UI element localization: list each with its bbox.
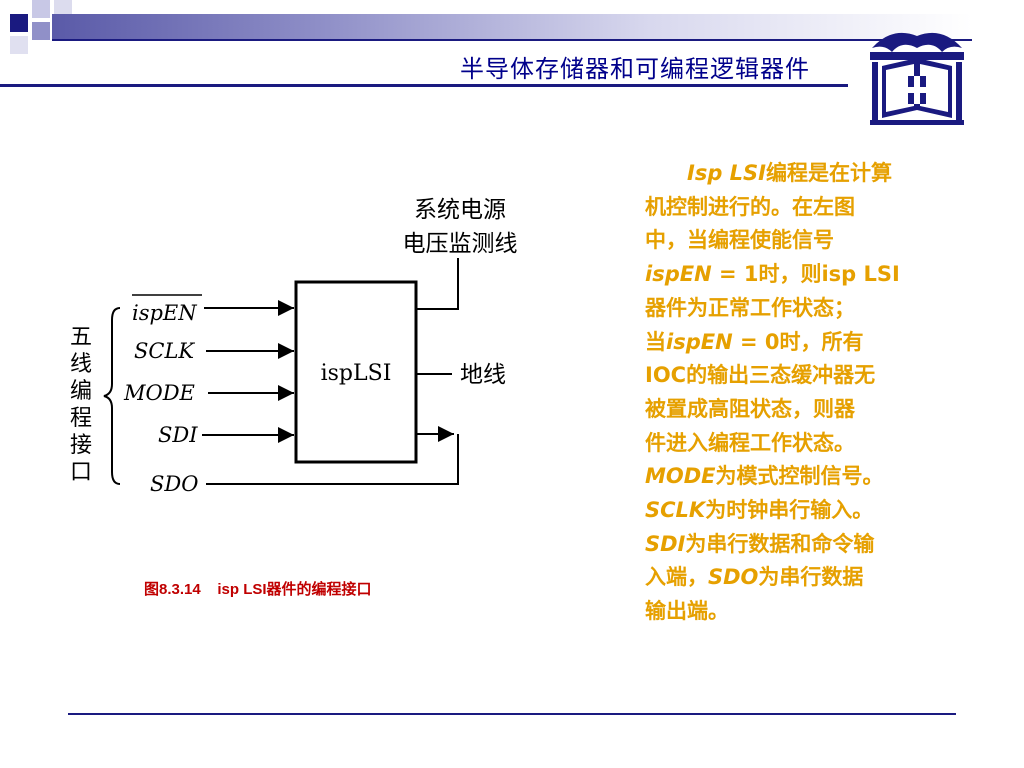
brace-char: 口: [70, 460, 92, 485]
term-sdo: SDO: [708, 565, 759, 590]
signal-ispen: ispEN: [132, 301, 197, 325]
title-divider: [52, 39, 972, 41]
brace-char: 线: [70, 352, 92, 377]
power-monitor-wire: [416, 258, 459, 310]
text-span: IOC的输出三态缓冲器无: [645, 363, 876, 388]
text-span: 为串行数据: [758, 565, 864, 590]
title-underline: [0, 84, 848, 87]
brace: [103, 307, 121, 485]
footer-divider: [68, 713, 956, 715]
text-span: 被置成高阻状态，则器: [645, 396, 855, 421]
text-span: 输出端。: [645, 599, 729, 624]
text-span: = 1时，则isp LSI: [711, 262, 900, 287]
text-span: 中，当编程使能信号: [645, 228, 834, 253]
corner-square: [54, 0, 72, 18]
sdo-wire: [206, 434, 459, 485]
title-gradient-bar: [52, 14, 972, 40]
term-sclk: SCLK: [645, 498, 706, 523]
corner-square: [10, 36, 28, 54]
text-span: 当: [645, 329, 666, 354]
text-span: 为时钟串行输入。: [705, 498, 874, 523]
description-text: Isp LSI编程是在计算 机控制进行的。在左图 中，当编程使能信号 ispEN…: [645, 157, 960, 629]
text-span: 器件为正常工作状态；: [645, 295, 855, 320]
power-monitor-label-line2: 电压监测线: [403, 231, 518, 257]
text-span: 为模式控制信号。: [715, 464, 884, 489]
brace-char: 编: [70, 379, 92, 404]
text-span: 编程是在计算: [765, 161, 892, 185]
corner-square: [32, 0, 50, 18]
chip-box: [294, 280, 418, 464]
brace-char: 五: [70, 325, 92, 350]
programming-interface-diagram: ispLSI 系统电源 电压监测线 地线 ispEN SCLK MODE SDI…: [70, 197, 518, 496]
figure-caption: 图8.3.14 isp LSI器件的编程接口: [144, 581, 372, 598]
ground-label: 地线: [460, 362, 506, 388]
university-emblem-icon: [870, 32, 964, 125]
slide-title: 半导体存储器和可编程逻辑器件: [460, 55, 810, 83]
signal-mode: MODE: [123, 381, 195, 405]
text-span: = 0时，所有: [732, 329, 864, 354]
term-sdi: SDI: [645, 531, 686, 556]
corner-square: [10, 14, 28, 32]
term-ispen: ispEN: [666, 329, 733, 354]
term-ispen: ispEN: [645, 262, 712, 287]
signal-sdi: SDI: [158, 423, 198, 447]
text-span: 件进入编程工作状态。: [645, 430, 855, 455]
chip-label: ispLSI: [321, 361, 392, 386]
brace-char: 接: [70, 433, 92, 458]
power-monitor-label-line1: 系统电源: [414, 197, 506, 223]
term-mode: MODE: [645, 464, 716, 489]
signal-sclk: SCLK: [134, 339, 195, 363]
text-span: 为串行数据和命令输: [685, 531, 875, 556]
brace-char: 程: [70, 406, 92, 431]
term-isp-lsi: Isp LSI: [687, 161, 766, 185]
corner-square: [32, 22, 50, 40]
text-span: 机控制进行的。在左图: [645, 194, 855, 219]
signal-sdo: SDO: [150, 472, 198, 496]
text-span: 入端，: [645, 565, 708, 590]
